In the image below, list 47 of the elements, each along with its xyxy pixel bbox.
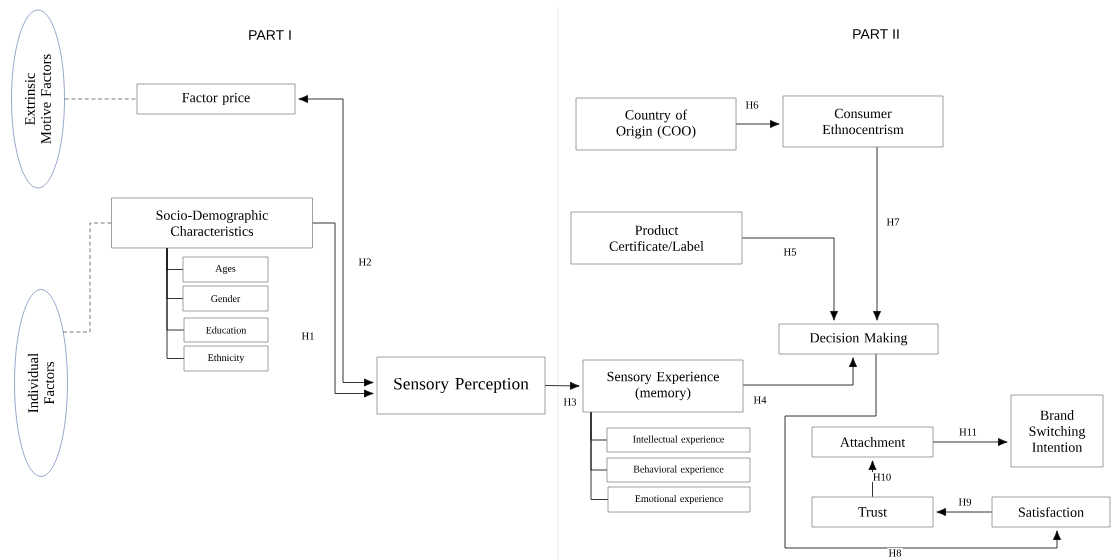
part-heading: PART II — [853, 29, 899, 39]
edge-label: H1 — [300, 331, 316, 341]
concept-box: Consumer Ethnocentrism — [782, 95, 944, 148]
edge-label: H10 — [871, 472, 893, 482]
arrow — [544, 381, 580, 390]
arrow — [873, 146, 881, 321]
edge-label: H7 — [885, 217, 901, 227]
concept-box: Sensory Perception — [376, 356, 546, 415]
dashed-connector — [64, 98, 138, 100]
concept-box: Satisfaction — [991, 496, 1111, 528]
attribute-box: Intellectual experience — [606, 427, 751, 453]
concept-box: Product Certificate/Label — [570, 211, 743, 265]
arrow — [298, 95, 374, 387]
attribute-box: Behavioral experience — [606, 457, 751, 483]
attribute-box: Emotional experience — [607, 486, 751, 513]
arrow — [936, 508, 993, 516]
arrow — [741, 237, 838, 321]
edge-label: H6 — [744, 100, 760, 110]
part-heading: PART I — [249, 30, 291, 40]
arrow — [742, 357, 857, 386]
attribute-box: Education — [183, 317, 269, 343]
concept-box: Brand Switching Intention — [1010, 394, 1104, 468]
edge-label: H2 — [357, 257, 373, 267]
edge-label: H4 — [752, 395, 768, 405]
edge-label: H5 — [782, 247, 798, 257]
edge-label: H9 — [957, 497, 973, 507]
dashed-connector — [62, 222, 112, 333]
arrow — [868, 460, 877, 498]
concept-box: Factor price — [136, 83, 296, 115]
concept-box: Sensory Experience (memory) — [582, 359, 744, 413]
attribute-box: Gender — [182, 285, 269, 312]
concept-box: Country of Origin (COO) — [575, 97, 737, 151]
edge-label: H3 — [562, 397, 578, 407]
attribute-box: Ethnicity — [183, 345, 269, 372]
arrow — [312, 222, 374, 398]
concept-box: Trust — [811, 496, 934, 528]
arrow — [784, 353, 1061, 549]
connector-line — [590, 411, 609, 500]
edge-label: H11 — [957, 427, 979, 437]
arrow — [932, 438, 1008, 446]
concept-box: Socio-Demographic Characteristics — [111, 197, 313, 249]
edge-label: H8 — [887, 548, 903, 558]
arrow — [735, 120, 780, 128]
concept-box: Decision Making — [778, 323, 939, 355]
concept-box: Attachment — [811, 426, 934, 458]
attribute-box: Ages — [182, 256, 269, 283]
connector-line — [166, 247, 185, 359]
